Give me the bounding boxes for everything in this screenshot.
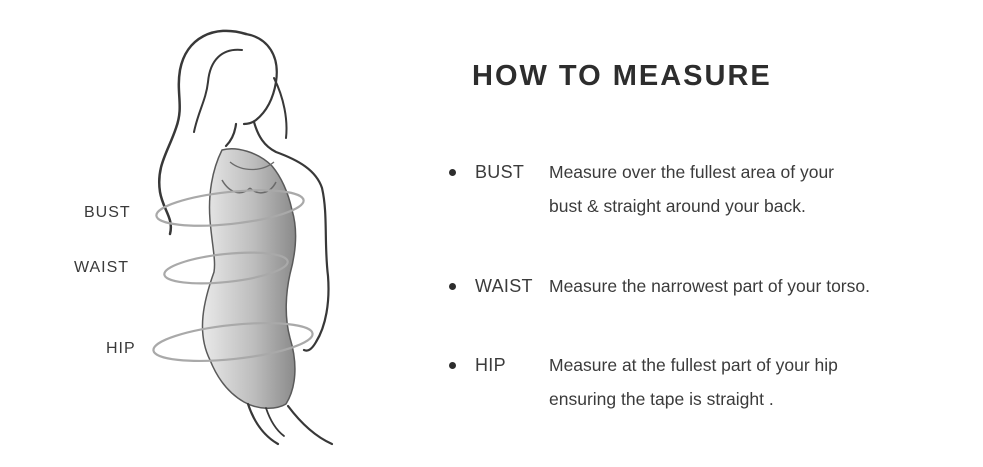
figure-label-waist: WAIST	[74, 259, 130, 276]
instruction-text-line: bust & straight around your back.	[549, 196, 806, 216]
waist-tape-ellipse	[163, 251, 289, 285]
section-title: HOW TO MEASURE	[472, 60, 772, 92]
instruction-label: WAIST	[475, 276, 533, 296]
instruction-label: HIP	[475, 355, 506, 375]
instruction-text-line: Measure over the fullest area of your	[549, 162, 835, 182]
figure-label-hip: HIP	[106, 340, 136, 357]
bullet-icon	[449, 362, 456, 369]
instruction-text-line: Measure at the fullest part of your hip	[549, 355, 838, 375]
bullet-icon	[449, 283, 456, 290]
instruction-text-line: Measure the narrowest part of your torso…	[549, 276, 870, 296]
instruction-text: Measure at the fullest part of your hip …	[549, 348, 838, 416]
instruction-label: BUST	[475, 162, 525, 182]
instruction-text: Measure the narrowest part of your torso…	[549, 269, 870, 303]
instruction-item-bust: BUST Measure over the fullest area of yo…	[449, 155, 834, 223]
measurement-figure: BUST WAIST HIP	[0, 0, 440, 467]
instruction-text: Measure over the fullest area of your bu…	[549, 155, 834, 223]
hip-tape-ellipse	[152, 322, 314, 362]
instruction-item-waist: WAIST Measure the narrowest part of your…	[449, 269, 870, 303]
bust-tape-ellipse	[155, 189, 305, 227]
figure-label-bust: BUST	[84, 204, 131, 221]
woman-silhouette-illustration	[152, 29, 334, 446]
instruction-item-hip: HIP Measure at the fullest part of your …	[449, 348, 838, 416]
instruction-text-line: ensuring the tape is straight .	[549, 389, 774, 409]
bullet-icon	[449, 169, 456, 176]
